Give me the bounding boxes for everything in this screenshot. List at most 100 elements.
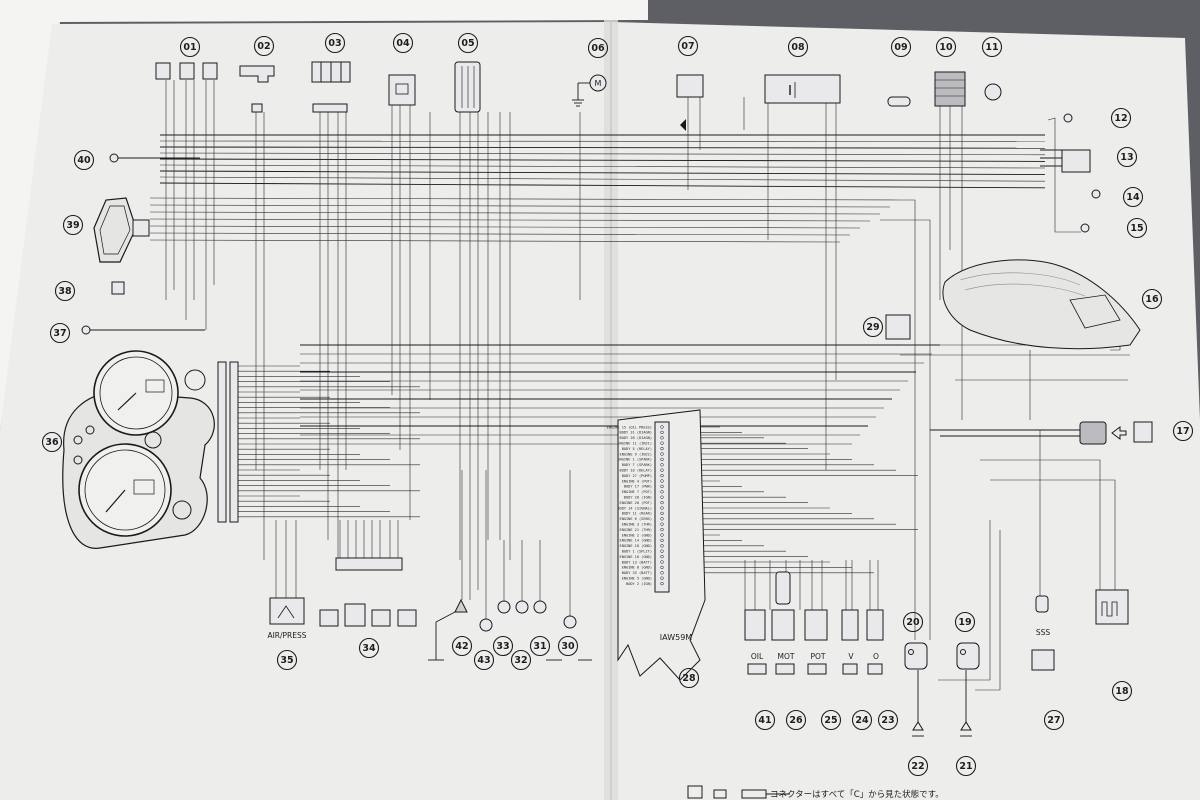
callout-number: 06 [591,43,605,54]
callout-03: 03 [324,32,346,54]
callout-30: 30 [557,635,579,657]
ecu-pin-label: ENGINE 1 (SPARK) [617,458,652,462]
ecu-pin-label: ENGINE 3 (THR) [622,523,652,527]
callout-number: 07 [681,41,694,52]
callout-number: 19 [958,617,971,628]
callout-number: 18 [1115,686,1129,697]
callout-number: 22 [911,761,924,772]
component-06-fuel-pump-motor: M [572,74,607,107]
callout-15: 15 [1126,217,1148,239]
callout-31: 31 [529,635,551,657]
callout-number: 14 [1126,192,1140,203]
callout-26: 26 [785,709,807,731]
ecu-pin-label: BODY 14 (SIGNAL) [617,506,652,510]
ecu-pin-label: ENGINE 10 (GND) [620,555,652,559]
label-oil: OIL [751,652,764,661]
callout-17: 17 [1172,420,1194,442]
callout-number: 08 [791,42,805,53]
ecu-pin-label: ENGINE 20 (POT) [620,501,652,505]
callout-43: 43 [473,649,495,671]
component-02-sensor [239,65,275,113]
component-16-seat-tail [942,259,1141,350]
callout-number: 34 [362,643,376,654]
callout-32: 32 [510,649,532,671]
ecu-pin-label: BODY 5 (RELAY) [622,447,652,451]
callout-11: 11 [981,36,1003,58]
callout-number: 17 [1176,426,1189,437]
callout-09: 09 [890,36,912,58]
callout-number: 40 [77,155,91,166]
component-38-connector [111,281,125,295]
ecu-pin-list: ENGINE 15 (OIL PRESS)BODY 31 (DIAGN)BODY… [607,425,664,586]
component-04-relay [388,74,416,106]
callout-04: 04 [392,32,414,54]
callout-25: 25 [820,709,842,731]
callout-number: 35 [280,655,293,666]
ecu-pin-label: ENGINE 15 (OIL PRESS) [607,425,652,429]
label-v: V [848,652,854,661]
callout-01: 01 [179,36,201,58]
callout-number: 30 [561,641,575,652]
ecu-pin-label: BODY 13 (BATT) [622,560,652,564]
callout-number: 31 [533,641,546,652]
callout-29: 29 [862,316,884,338]
component-29-relay [885,314,911,340]
component-03-connector-block [311,61,351,113]
callout-37: 37 [49,322,71,344]
callout-24: 24 [851,709,873,731]
ecu-pin-label: ENGINE 5 (GND) [622,577,652,581]
callout-27: 27 [1043,709,1065,731]
component-sensor-connectors [744,571,884,675]
text-labels: OIL MOT POT V O SSS AIR/PRESS IAW59M コネク… [267,628,1050,800]
label-ecu: IAW59M [660,633,692,642]
ecu-pin-label: BODY 11 (REAR) [622,512,652,516]
callout-number: 25 [824,715,837,726]
callout-number: 05 [461,38,474,49]
component-01-switch-connectors [155,62,218,80]
ecu-pin-label: ENGINE 21 (THR) [620,528,652,532]
ecu-pin-label: BODY 2 (IGN) [626,582,652,586]
callout-number: 33 [496,641,509,652]
callout-07: 07 [677,35,699,57]
callout-35: 35 [276,649,298,671]
component-08-battery [764,74,841,104]
callout-number: 42 [455,641,468,652]
callout-number: 03 [328,38,341,49]
callout-14: 14 [1122,186,1144,208]
label-pot: POT [810,652,825,661]
component-20-ignition-coil [904,642,928,670]
callout-06: 06 [587,37,609,59]
callout-10: 10 [935,36,957,58]
component-39-headlight [93,197,150,263]
wire-bundle [149,80,1130,691]
callout-20: 20 [902,611,924,633]
callout-number: 28 [682,673,696,684]
callout-12: 12 [1110,107,1132,129]
component-05-fuse-box [454,61,481,113]
ecu-pin-label: BODY 10 (RELAY) [620,469,652,473]
callout-number: 29 [866,322,879,333]
components: M [62,61,1153,737]
callout-number: 10 [939,42,953,53]
ecu-pin-label: BODY 1 (SPLIT) [622,550,652,554]
callout-number: 39 [66,220,79,231]
callout-number: 02 [257,41,270,52]
ecu-pin-label: BODY 28 (DIAGN) [620,436,652,440]
component-27-side-stand-switch [1031,595,1055,671]
callout-33: 33 [492,635,514,657]
label-sss: SSS [1036,628,1051,637]
callout-number: 36 [45,437,59,448]
component-07-relay [676,74,704,131]
ecu-pin-label: ENGINE 7 (POT) [622,490,652,494]
component-18-speed-sensor [1095,589,1129,625]
callout-number: 21 [959,761,972,772]
callout-number: 26 [789,715,803,726]
callout-number: 41 [758,715,771,726]
label-air-press: AIR/PRESS [267,631,306,640]
ecu-pin-label: ENGINE 14 (GND) [620,539,652,543]
callout-42: 42 [451,635,473,657]
ecu-pin-label: ENGINE 9 (INJ2) [620,452,652,456]
callout-number: 01 [183,42,196,53]
